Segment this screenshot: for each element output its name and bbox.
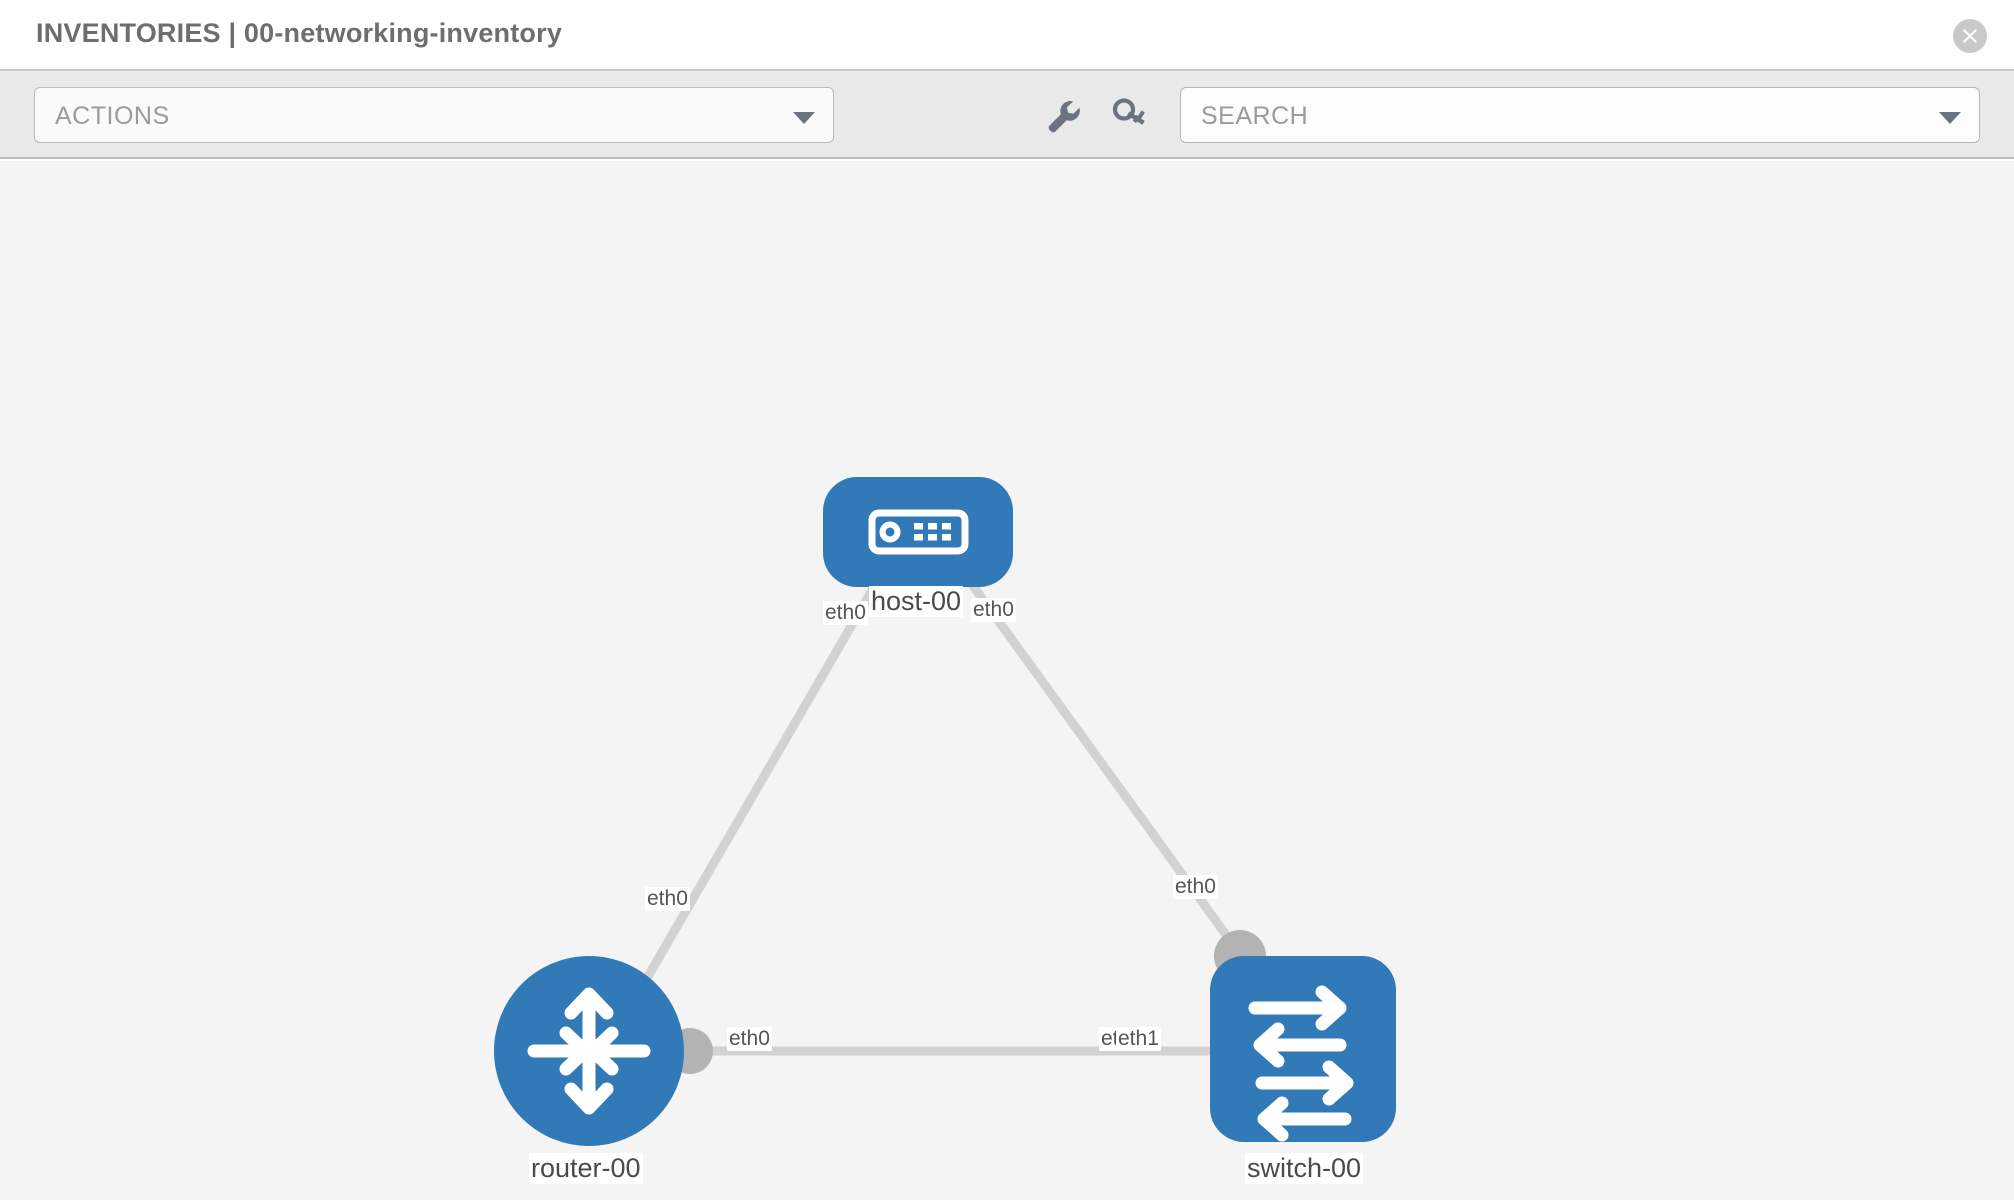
chevron-down-icon	[793, 112, 815, 124]
iface-label: eth0	[645, 887, 690, 911]
iface-label: eth0	[727, 1027, 772, 1051]
search-placeholder: SEARCH	[1201, 102, 1309, 130]
actions-dropdown[interactable]: ACTIONS	[34, 87, 834, 143]
link-host-router	[621, 558, 893, 1019]
close-icon[interactable]	[1953, 19, 1987, 53]
node-router-00	[494, 956, 684, 1146]
search-input[interactable]: SEARCH	[1180, 87, 1980, 143]
window-header: INVENTORIES | 00-networking-inventory	[0, 0, 2014, 71]
key-icon[interactable]	[1108, 93, 1152, 137]
switch-arrows-icon	[1248, 985, 1354, 1142]
toolbar: ACTIONS SEARCH	[0, 71, 2014, 159]
node-switch-00	[1210, 956, 1396, 1142]
topology-canvas[interactable]: eth0 eth0 eth0 eth0 eth0 eth eth1 host-0…	[0, 161, 2014, 1200]
iface-label: eth0	[823, 601, 868, 625]
interface-stubs	[667, 535, 1266, 1077]
topology-links	[621, 558, 1249, 1056]
node-host-00	[823, 477, 1013, 587]
iface-label: eth1	[1116, 1027, 1161, 1051]
router-arrows-icon	[527, 987, 651, 1115]
node-label-router-00: router-00	[529, 1153, 643, 1184]
node-label-switch-00: switch-00	[1245, 1153, 1364, 1184]
chevron-down-icon	[1939, 112, 1961, 124]
server-icon	[868, 509, 969, 555]
wrench-icon[interactable]	[1040, 93, 1084, 137]
node-label-host-00: host-00	[869, 586, 964, 617]
iface-label: eth0	[971, 598, 1016, 622]
page-title: INVENTORIES | 00-networking-inventory	[36, 18, 563, 48]
actions-dropdown-label: ACTIONS	[55, 102, 170, 130]
iface-label: eth0	[1173, 875, 1218, 899]
